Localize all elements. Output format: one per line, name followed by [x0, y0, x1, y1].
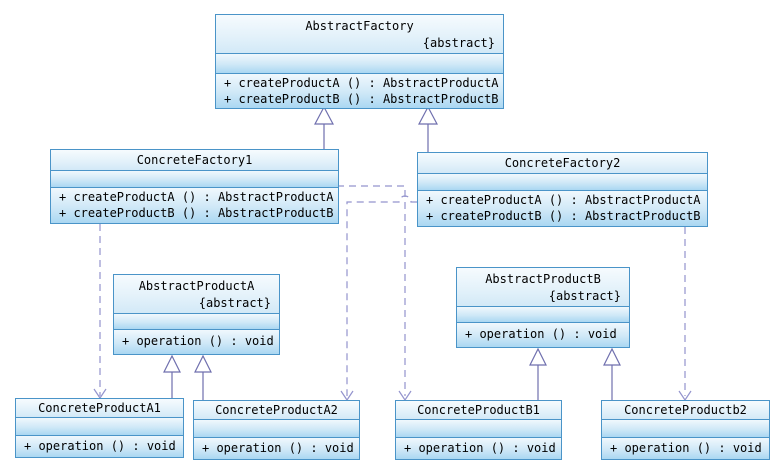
class-box-concreteproducta2: ConcreteProductA2 + operation () : void — [193, 400, 360, 460]
class-box-abstractproducta: AbstractProductA {abstract} + operation … — [113, 274, 280, 355]
class-title-compartment: ConcreteProductA2 — [194, 401, 359, 419]
operations-compartment: + operation () : void — [16, 435, 183, 457]
operation: + createProductA () : AbstractProductA — [426, 193, 701, 207]
class-box-concreteproductb1: ConcreteProductB1 + operation () : void — [395, 400, 562, 460]
generalization-concretefactory1-to-abstractfactory — [314, 105, 334, 149]
operation: + createProductB () : AbstractProductB — [59, 206, 334, 220]
attributes-compartment — [216, 53, 503, 73]
class-stereotype: {abstract} — [198, 296, 271, 310]
operation: + operation () : void — [404, 441, 556, 455]
class-title-compartment: ConcreteProductb2 — [602, 401, 769, 419]
class-title-compartment: ConcreteFactory1 — [51, 150, 338, 170]
class-title-compartment: AbstractProductB {abstract} — [457, 268, 629, 306]
generalization-concreteproductb2-to-abstractproductb — [603, 347, 621, 400]
attributes-compartment — [602, 419, 769, 437]
generalization-concreteproducta2-to-abstractproducta — [194, 354, 212, 400]
operation: + createProductA () : AbstractProductA — [59, 190, 334, 204]
operation: + operation () : void — [465, 327, 617, 341]
class-name: ConcreteFactory1 — [136, 153, 253, 167]
class-box-concreteproductb2: ConcreteProductb2 + operation () : void — [601, 400, 770, 460]
operations-compartment: + operation () : void — [194, 437, 359, 459]
class-name: ConcreteFactory2 — [504, 156, 621, 170]
class-name: ConcreteProductA2 — [215, 403, 338, 417]
operations-compartment: + operation () : void — [457, 322, 629, 347]
generalization-concretefactory2-to-abstractfactory — [418, 105, 438, 152]
class-name: AbstractFactory — [305, 19, 414, 33]
operation: + operation () : void — [122, 334, 274, 348]
generalization-concreteproducta1-to-abstractproducta — [163, 354, 181, 398]
class-name: ConcreteProductA1 — [38, 401, 161, 415]
operations-compartment: + createProductA () : AbstractProductA +… — [216, 73, 503, 108]
operation: + createProductA () : AbstractProductA — [224, 76, 499, 90]
operations-compartment: + createProductA () : AbstractProductA +… — [51, 187, 338, 223]
attributes-compartment — [16, 417, 183, 435]
attributes-compartment — [457, 306, 629, 322]
class-box-abstractproductb: AbstractProductB {abstract} + operation … — [456, 267, 630, 348]
attributes-compartment — [51, 170, 338, 187]
dependency-concretefactory1-to-concreteproducta1 — [93, 224, 107, 400]
class-title-compartment: AbstractFactory {abstract} — [216, 15, 503, 53]
attributes-compartment — [194, 419, 359, 437]
operation: + createProductB () : AbstractProductB — [426, 209, 701, 223]
class-name: AbstractProductA — [138, 279, 255, 293]
class-stereotype: {abstract} — [548, 289, 621, 303]
class-name: AbstractProductB — [485, 272, 601, 286]
class-box-concretefactory2: ConcreteFactory2 + createProductA () : A… — [417, 152, 708, 227]
generalization-concreteproductb1-to-abstractproductb — [529, 347, 547, 400]
dependency-concretefactory1-to-concreteproductb1 — [337, 185, 412, 402]
class-box-abstractfactory: AbstractFactory {abstract} + createProdu… — [215, 14, 504, 109]
class-title-compartment: ConcreteFactory2 — [418, 153, 707, 173]
class-name: ConcreteProductb2 — [624, 403, 747, 417]
class-stereotype: {abstract} — [422, 36, 495, 50]
operation: + createProductB () : AbstractProductB — [224, 92, 499, 106]
class-box-concreteproducta1: ConcreteProductA1 + operation () : void — [15, 398, 184, 458]
operations-compartment: + operation () : void — [396, 437, 561, 459]
attributes-compartment — [396, 419, 561, 437]
attributes-compartment — [418, 173, 707, 190]
class-title-compartment: ConcreteProductB1 — [396, 401, 561, 419]
class-title-compartment: ConcreteProductA1 — [16, 399, 183, 417]
operation: + operation () : void — [24, 439, 176, 453]
class-name: ConcreteProductB1 — [417, 403, 540, 417]
class-title-compartment: AbstractProductA {abstract} — [114, 275, 279, 313]
operation: + operation () : void — [202, 441, 354, 455]
operation: + operation () : void — [610, 441, 762, 455]
operations-compartment: + createProductA () : AbstractProductA +… — [418, 190, 707, 226]
dependency-concretefactory2-to-concreteproductb2 — [678, 227, 692, 402]
attributes-compartment — [114, 313, 279, 329]
operations-compartment: + operation () : void — [114, 329, 279, 354]
operations-compartment: + operation () : void — [602, 437, 769, 459]
class-box-concretefactory1: ConcreteFactory1 + createProductA () : A… — [50, 149, 339, 224]
